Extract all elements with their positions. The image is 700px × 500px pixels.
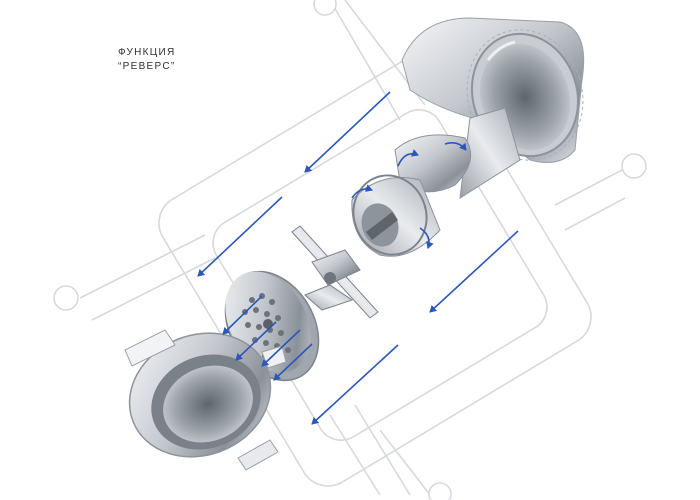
circle-node-left	[53, 285, 79, 311]
circle-node-bottom	[428, 482, 452, 500]
flow-arrow-curved	[444, 142, 467, 151]
flow-arrow	[304, 91, 391, 173]
connector-line-top	[329, 0, 401, 121]
connector-line-bottom-2	[354, 404, 411, 496]
tilted-square-diagram	[79, 0, 626, 496]
circle-node-top	[313, 0, 337, 16]
connector-line-left-2	[91, 257, 216, 321]
flow-arrow	[261, 329, 301, 367]
flow-arrow	[235, 321, 277, 361]
flow-arrow	[429, 230, 519, 313]
flow-arrow	[197, 196, 283, 277]
flow-arrow-curved	[419, 227, 434, 249]
flow-arrow-curved	[397, 149, 419, 167]
circle-node-right	[621, 153, 647, 179]
connector-line-bottom	[329, 414, 381, 496]
feature-caption: ФУНКЦИЯ “РЕВЕРС”	[118, 46, 176, 74]
flow-arrow	[222, 295, 263, 335]
cross-blade	[291, 225, 379, 319]
connector-line-bottom-3	[379, 429, 431, 496]
flow-arrow	[311, 344, 399, 425]
flow-arrow-curved	[351, 184, 373, 199]
caption-line-1: ФУНКЦИЯ	[118, 47, 176, 58]
circle-nodes	[53, 0, 647, 500]
connector-line-right	[554, 169, 623, 206]
connector-line-left	[79, 234, 206, 299]
caption-line-2: “РЕВЕРС”	[118, 61, 176, 72]
flow-arrows	[197, 91, 519, 425]
flow-arrow	[273, 343, 313, 381]
connector-line-right-2	[564, 197, 626, 231]
locking-ring	[124, 329, 287, 471]
auger-screw	[351, 107, 521, 257]
